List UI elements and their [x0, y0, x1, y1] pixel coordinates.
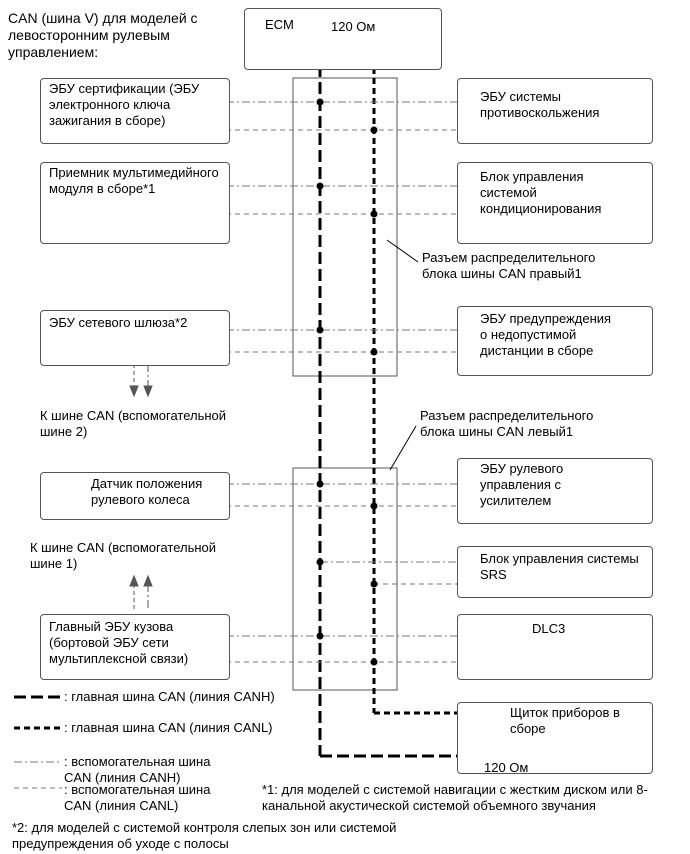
module-power-steering-label: ЭБУ рулевого управления с усилителем: [480, 461, 564, 508]
module-certification-label: ЭБУ сертификации (ЭБУ электронного ключа…: [49, 81, 200, 128]
bus-junction-dots: [316, 98, 378, 666]
module-gateway-label: ЭБУ сетевого шлюза*2: [49, 315, 188, 330]
ecm-label: ECM: [265, 17, 294, 32]
left-junction-leader: [389, 425, 417, 471]
right-junction-label: Разъем распределительного блока шины CAN…: [422, 250, 596, 281]
legend-sub-canl-label: : вспомогательная шина CAN (линия CANL): [64, 782, 211, 813]
module-air-conditioning: Блок управления системой кондиционирован…: [457, 162, 653, 244]
module-combination-meter: Щиток приборов в сборе: [457, 702, 653, 774]
arrows-to-sub-bus-1: [129, 574, 153, 610]
meter-resistor-label: 120 Ом: [484, 760, 529, 775]
ecm-box: ECM 120 Ом: [244, 8, 442, 70]
right-junction-leader: [386, 239, 419, 263]
arrows-to-sub-bus-2: [129, 364, 153, 398]
module-skid-control-label: ЭБУ системы противоскольжения: [480, 89, 600, 120]
module-main-body-ecu: Главный ЭБУ кузова (бортовой ЭБУ сети му…: [40, 614, 230, 680]
to-sub-bus-2-label: К шине CAN (вспомогательной шине 2): [40, 408, 227, 439]
module-meter-label: Щиток приборов в сборе: [510, 705, 620, 736]
module-multimedia-receiver: Приемник мультимедийного модуля в сборе*…: [40, 162, 230, 244]
sub-bus-branches: [226, 101, 458, 663]
module-steering-label: Датчик положения рулевого колеса: [91, 476, 203, 507]
diagram-title: CAN (шина V) для моделей с левосторонним…: [8, 10, 198, 60]
module-dlc3-label: DLC3: [532, 621, 566, 636]
module-srs-airbag: Блок управления системы SRS: [457, 546, 653, 598]
module-body-label: Главный ЭБУ кузова (бортовой ЭБУ сети му…: [49, 619, 189, 666]
footnote-1: *1: для моделей с системой навигации с ж…: [262, 782, 648, 813]
module-gateway-ecu: ЭБУ сетевого шлюза*2: [40, 310, 230, 366]
left-junction-connector: [292, 467, 398, 691]
to-sub-bus-1-label: К шине CAN (вспомогательной шине 1): [30, 540, 217, 571]
module-skid-control-ecu: ЭБУ системы противоскольжения: [457, 78, 653, 144]
module-distance-warning-label: ЭБУ предупреждения о недопустимой дистан…: [480, 311, 612, 358]
module-certification-ecu: ЭБУ сертификации (ЭБУ электронного ключа…: [40, 78, 230, 144]
right-junction-connector: [292, 77, 398, 377]
ecm-resistor-label: 120 Ом: [331, 19, 376, 34]
module-distance-warning: ЭБУ предупреждения о недопустимой дистан…: [457, 306, 653, 376]
module-air-conditioning-label: Блок управления системой кондиционирован…: [480, 169, 602, 216]
left-junction-label: Разъем распределительного блока шины CAN…: [420, 408, 594, 439]
module-srs-label: Блок управления системы SRS: [480, 551, 639, 582]
footnote-2: *2: для моделей с системой контроля слеп…: [12, 820, 397, 851]
legend-sub-canh-label: : вспомогательная шина CAN (линия CANH): [64, 754, 211, 785]
module-multimedia-label: Приемник мультимедийного модуля в сборе*…: [49, 165, 219, 196]
module-steering-sensor: Датчик положения рулевого колеса: [40, 472, 230, 520]
legend-main-canh-label: : главная шина CAN (линия CANH): [64, 689, 275, 704]
module-power-steering-ecu: ЭБУ рулевого управления с усилителем: [457, 458, 653, 524]
legend-main-canl-label: : главная шина CAN (линия CANL): [64, 720, 273, 735]
module-dlc3: DLC3: [457, 614, 653, 680]
